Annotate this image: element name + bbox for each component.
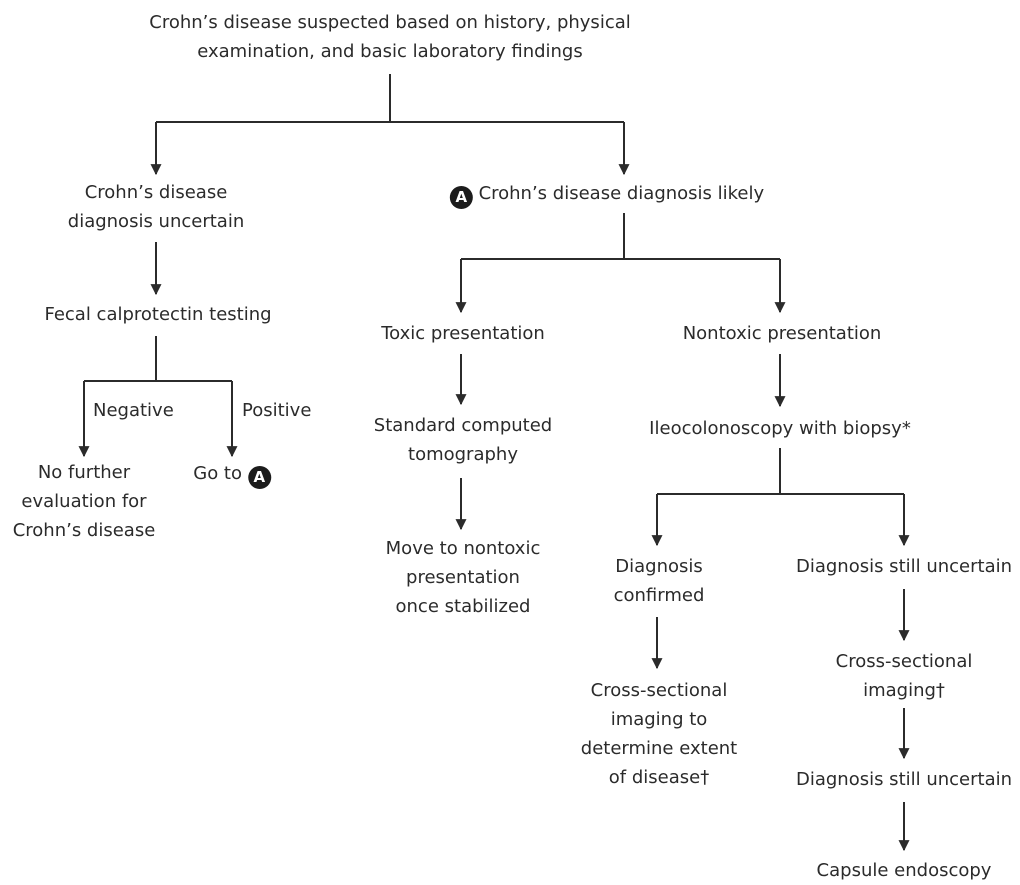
node-ileocolonoscopy-text: Ileocolonoscopy with biopsy* <box>649 418 911 439</box>
node-diagnosis-still-uncertain-2-text: Diagnosis still uncertain <box>795 769 1013 790</box>
node-nontoxic-presentation-text: Nontoxic presentation <box>682 323 882 344</box>
node-suspected-line-1: Crohn’s disease suspected based on histo… <box>149 12 631 33</box>
node-move-line-3: once stabilized <box>395 596 531 617</box>
node-diagnosis-still-uncertain-2: Diagnosis still uncertain <box>796 765 1012 794</box>
node-capsule-endoscopy: Capsule endoscopy <box>817 856 992 885</box>
node-standard-ct: Standard computed tomography <box>374 411 552 469</box>
label-positive-text: Positive <box>242 400 312 421</box>
node-move-line-2: presentation <box>406 567 520 588</box>
label-negative-text: Negative <box>93 400 174 421</box>
node-cross-sectional-extent: Cross-sectional imaging to determine ext… <box>581 676 737 792</box>
node-diagnosis-uncertain-line-2: diagnosis uncertain <box>67 211 245 232</box>
node-diagnosis-uncertain: Crohn’s disease diagnosis uncertain <box>68 178 244 236</box>
node-cross-extent-line-1: Cross-sectional <box>590 680 728 701</box>
label-positive: Positive <box>242 396 311 425</box>
node-diagnosis-uncertain-line-1: Crohn’s disease <box>84 182 228 203</box>
node-no-further-line-3: Crohn’s disease <box>12 520 156 541</box>
node-no-further-line-2: evaluation for <box>21 491 147 512</box>
node-cross-sectional-imaging: Cross-sectional imaging† <box>836 647 973 705</box>
node-nontoxic-presentation: Nontoxic presentation <box>683 319 882 348</box>
node-standard-ct-line-1: Standard computed <box>373 415 553 436</box>
node-diagnosis-still-uncertain-1: Diagnosis still uncertain <box>796 552 1012 581</box>
badge-a-icon: A <box>449 186 473 209</box>
node-cross-extent-line-3: determine extent <box>580 738 738 759</box>
node-diagnosis-likely: A Crohn’s disease diagnosis likely <box>449 179 765 209</box>
node-toxic-presentation: Toxic presentation <box>381 319 545 348</box>
node-suspected: Crohn’s disease suspected based on histo… <box>149 8 631 66</box>
node-move-to-nontoxic: Move to nontoxic presentation once stabi… <box>386 534 541 621</box>
node-standard-ct-line-2: tomography <box>408 444 518 465</box>
badge-a-icon: A <box>247 466 271 489</box>
node-diagnosis-still-uncertain-1-text: Diagnosis still uncertain <box>795 556 1013 577</box>
node-ileocolonoscopy: Ileocolonoscopy with biopsy* <box>649 414 911 443</box>
node-cross-extent-line-2: imaging to <box>610 709 708 730</box>
node-diagnosis-likely-text: Crohn’s disease diagnosis likely <box>478 183 765 204</box>
node-cross-imaging-line-1: Cross-sectional <box>835 651 973 672</box>
label-negative: Negative <box>93 396 174 425</box>
node-fecal-calprotectin: Fecal calprotectin testing <box>44 300 271 329</box>
node-move-line-1: Move to nontoxic <box>385 538 541 559</box>
node-no-further-evaluation: No further evaluation for Crohn’s diseas… <box>13 458 156 545</box>
node-toxic-presentation-text: Toxic presentation <box>381 323 545 344</box>
node-capsule-endoscopy-text: Capsule endoscopy <box>816 860 992 881</box>
node-go-to-a: Go to A <box>193 459 271 489</box>
node-diagnosis-confirmed: Diagnosis confirmed <box>614 552 705 610</box>
node-no-further-line-1: No further <box>37 462 131 483</box>
node-cross-extent-line-4: of disease† <box>608 767 710 788</box>
node-diagnosis-confirmed-line-1: Diagnosis <box>615 556 703 577</box>
node-fecal-calprotectin-text: Fecal calprotectin testing <box>44 304 272 325</box>
node-cross-imaging-line-2: imaging† <box>863 680 945 701</box>
node-suspected-line-2: examination, and basic laboratory findin… <box>197 41 583 62</box>
node-diagnosis-confirmed-line-2: confirmed <box>613 585 705 606</box>
node-go-to-text: Go to <box>193 463 243 484</box>
